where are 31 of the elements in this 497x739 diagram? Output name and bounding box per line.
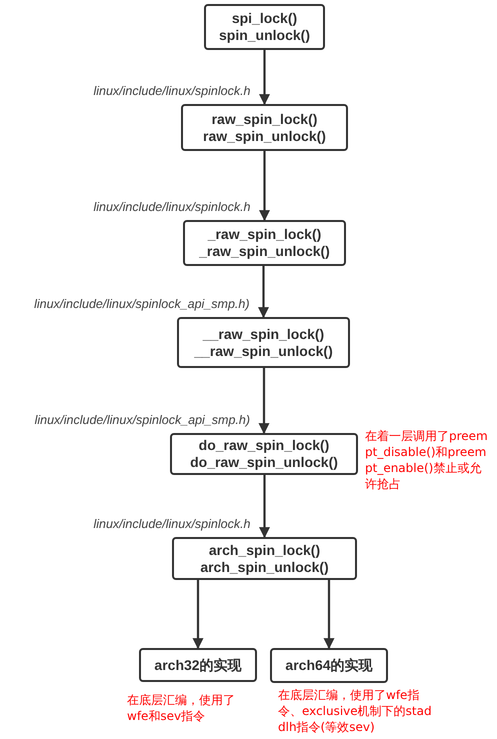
edge-label: linux/include/linux/spinlock_api_smp.h) [34, 297, 250, 311]
function-name: raw_spin_lock() raw_spin_unlock() [202, 110, 327, 144]
function-name: arch64的实现 [285, 657, 373, 674]
process-box [172, 537, 357, 580]
function-name: arch_spin_lock() arch_spin_unlock() [199, 542, 330, 576]
function-name: __raw_spin_lock() __raw_spin_unlock() [193, 326, 334, 360]
note-text: 在底层汇编，使用了wfe和sev指令 [127, 692, 236, 724]
note-text: 在着一层调用了preempt_disable()和preempt_enable()禁止或允许抢占 [365, 428, 489, 492]
arrow [259, 475, 270, 538]
arrow [259, 151, 270, 222]
process-box [183, 220, 346, 266]
process-box [181, 104, 348, 151]
process-box [139, 648, 257, 682]
arrow [259, 50, 270, 106]
note-text: 在底层汇编，使用了wfe指令、exclusive机制下的staddlh指令(等效sev) [278, 687, 433, 735]
arrow [324, 580, 334, 650]
function-name: spi_lock() spin_unlock() [218, 10, 311, 44]
function-name: do_raw_spin_lock() do_raw_spin_unlock() [189, 437, 339, 471]
arrow [258, 368, 270, 434]
function-name: _raw_spin_lock() _raw_spin_unlock() [198, 226, 331, 260]
function-name: arch32的实现 [154, 656, 242, 674]
process-box [170, 433, 358, 475]
arrow [258, 266, 269, 318]
edge-label: linux/include/linux/spinlock.h [93, 200, 250, 214]
edge-label: linux/include/linux/spinlock_api_smp.h) [34, 413, 250, 427]
process-box [270, 648, 388, 683]
process-box [177, 317, 350, 368]
edge-label: linux/include/linux/spinlock.h [93, 84, 250, 98]
arrow [192, 580, 204, 650]
edge-label: linux/include/linux/spinlock.h [93, 517, 250, 531]
process-box [204, 4, 325, 50]
